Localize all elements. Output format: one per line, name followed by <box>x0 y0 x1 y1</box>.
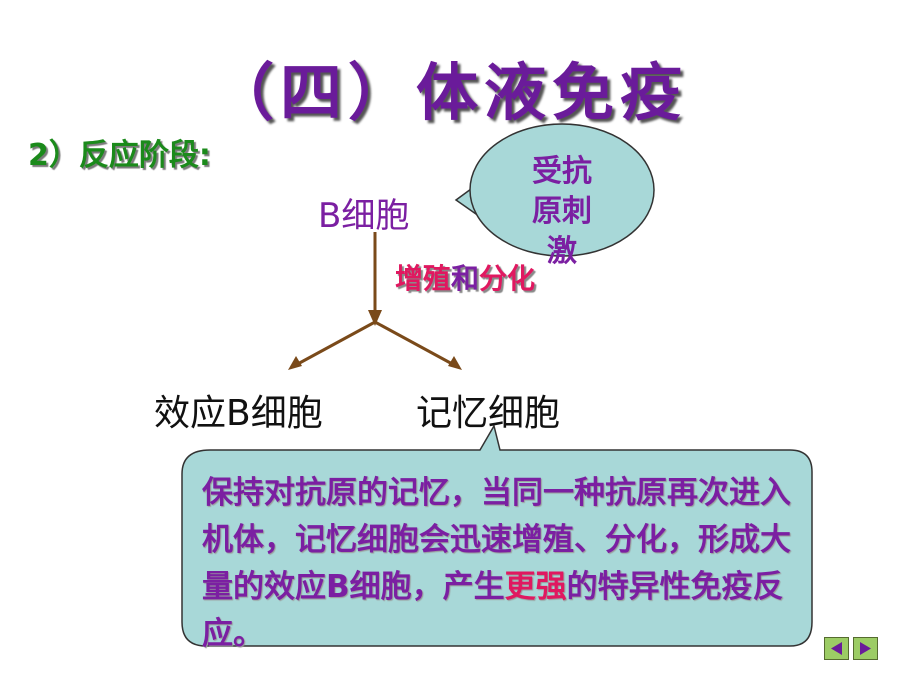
arrow-heads <box>288 310 462 370</box>
process-and: 和 <box>451 262 480 295</box>
b-cell-label: B细胞 <box>318 196 410 236</box>
effector-b-cell-label: 效应B细胞 <box>154 393 323 434</box>
process-proliferation: 增殖 <box>395 262 452 295</box>
note-highlight: 更强 <box>504 569 567 605</box>
stimulus-line-1: 受抗 <box>532 154 592 189</box>
slide-title: （四）体液免疫 <box>211 56 688 129</box>
next-slide-button[interactable] <box>853 637 878 660</box>
process-differentiation: 分化 <box>479 262 536 295</box>
memory-cell-label: 记忆细胞 <box>416 393 561 434</box>
stimulus-bubble <box>454 123 655 257</box>
note-text-main: 保持对抗原的记忆，当同一种抗原再次进入机体，记忆细胞会迅速增殖、分化，形成大量的… <box>202 475 791 605</box>
triangle-right-icon <box>860 642 871 655</box>
section-heading: 2）反应阶段: <box>28 138 211 173</box>
stimulus-line-2: 原刺 <box>532 194 592 229</box>
memory-note-text: 保持对抗原的记忆，当同一种抗原再次进入机体，记忆细胞会迅速增殖、分化，形成大量的… <box>202 470 802 658</box>
memory-note-callout <box>181 424 813 647</box>
previous-slide-button[interactable] <box>824 637 849 660</box>
branch-arrows <box>293 232 457 368</box>
stimulus-line-3: 激 <box>547 234 577 269</box>
triangle-left-icon <box>831 642 842 655</box>
note-text-end: 的特异性免疫反应。 <box>202 569 784 652</box>
process-label: 增殖和分化 <box>395 257 535 297</box>
stimulus-bubble-text: 受抗 原刺 激 <box>520 152 604 272</box>
